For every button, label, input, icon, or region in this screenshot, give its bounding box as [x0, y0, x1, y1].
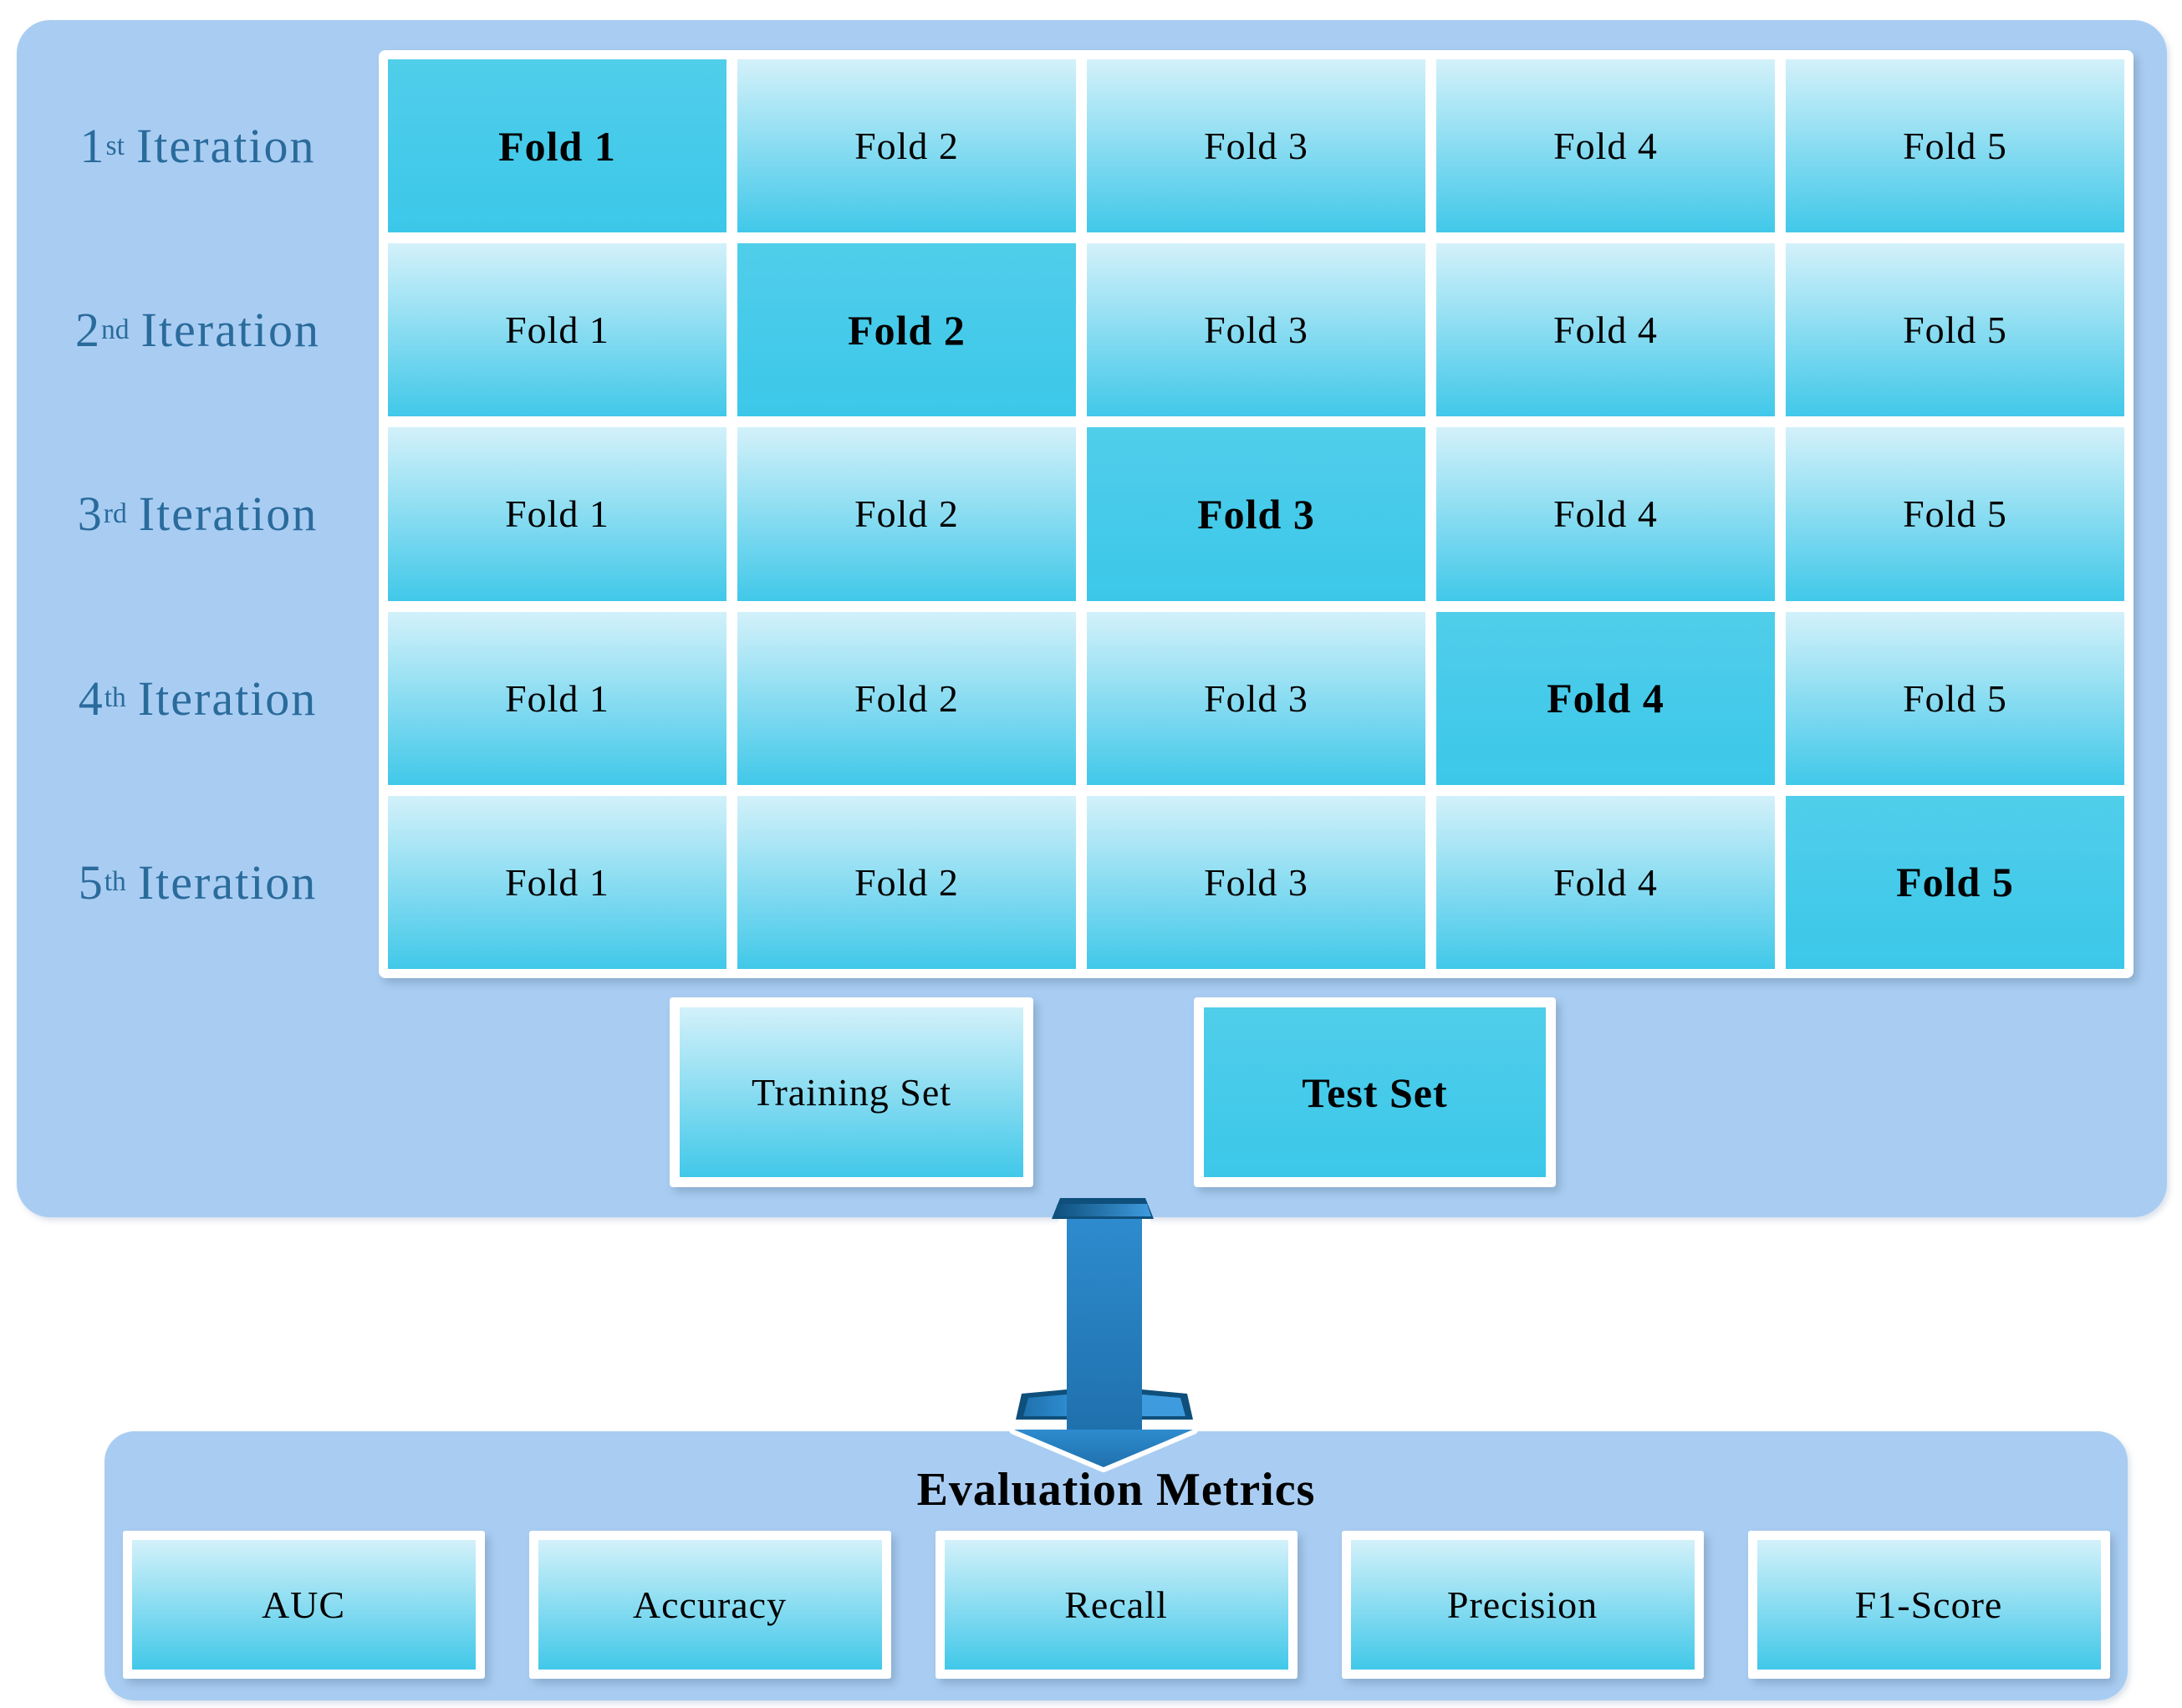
- fold-cell-r1-c1-test: Fold 1: [388, 59, 726, 233]
- fold-cell-r3-c2: Fold 2: [737, 427, 1076, 601]
- fold-cell-r2-c1: Fold 1: [388, 243, 726, 417]
- metric-label: Accuracy: [538, 1540, 882, 1670]
- fold-cell-r5-c2: Fold 2: [737, 795, 1076, 969]
- evaluation-metrics-title: Evaluation Metrics: [916, 1464, 1316, 1516]
- folds-grid: Fold 1 Fold 2 Fold 3 Fold 4 Fold 5 Fold …: [379, 50, 2134, 978]
- metric-box-accuracy: Accuracy: [528, 1531, 891, 1679]
- metric-label: Precision: [1350, 1540, 1695, 1670]
- iteration-word: Iteration: [137, 854, 318, 910]
- fold-cell-r1-c3: Fold 3: [1087, 59, 1425, 233]
- iteration-word: Iteration: [137, 670, 318, 726]
- iteration-ordinal-suffix: rd: [103, 497, 127, 529]
- fold-cell-r3-c1: Fold 1: [388, 427, 726, 601]
- fold-cell-r5-c1: Fold 1: [388, 795, 726, 969]
- down-arrow-icon: [1009, 1198, 1198, 1472]
- metric-label: AUC: [131, 1540, 476, 1670]
- iteration-word: Iteration: [140, 303, 321, 358]
- fold-cell-r4-c3: Fold 3: [1087, 611, 1425, 785]
- fold-cell-r2-c5: Fold 5: [1786, 243, 2124, 417]
- iteration-ordinal: 5: [78, 854, 105, 910]
- fold-cell-r1-c2: Fold 2: [737, 59, 1076, 233]
- iteration-word: Iteration: [138, 487, 319, 542]
- test-set-label: Test Set: [1204, 1007, 1546, 1177]
- fold-cell-r2-c2-test: Fold 2: [737, 243, 1076, 417]
- fold-cell-r4-c2: Fold 2: [737, 611, 1076, 785]
- metric-box-auc: AUC: [122, 1531, 485, 1679]
- iteration-ordinal-suffix: st: [105, 130, 125, 161]
- iteration-ordinal-suffix: th: [104, 866, 126, 898]
- metric-box-recall: Recall: [935, 1531, 1297, 1679]
- fold-cell-r4-c5: Fold 5: [1786, 611, 2124, 785]
- iteration-ordinal: 1: [79, 119, 106, 174]
- evaluation-metrics-panel: Evaluation Metrics AUC Accuracy Recall P…: [105, 1431, 2128, 1700]
- iteration-ordinal: 2: [74, 303, 101, 358]
- fold-cell-r3-c5: Fold 5: [1786, 427, 2124, 601]
- fold-cell-r3-c3-test: Fold 3: [1087, 427, 1425, 601]
- iteration-ordinal: 3: [77, 487, 104, 542]
- fold-cell-r2-c3: Fold 3: [1087, 243, 1425, 417]
- fold-cell-r4-c4-test: Fold 4: [1436, 611, 1775, 785]
- fold-cell-r2-c4: Fold 4: [1436, 243, 1775, 417]
- fold-cell-r5-c4: Fold 4: [1436, 795, 1775, 969]
- training-set-label: Training Set: [680, 1007, 1023, 1177]
- iteration-ordinal: 4: [78, 670, 105, 726]
- iteration-word: Iteration: [135, 119, 316, 174]
- fold-cell-r3-c4: Fold 4: [1436, 427, 1775, 601]
- fold-cell-r1-c5: Fold 5: [1786, 59, 2124, 233]
- metric-box-precision: Precision: [1341, 1531, 1704, 1679]
- test-set-legend: Test Set: [1194, 997, 1556, 1187]
- fold-cell-r1-c4: Fold 4: [1436, 59, 1775, 233]
- metric-label: Recall: [944, 1540, 1288, 1670]
- iteration-ordinal-suffix: nd: [100, 314, 130, 345]
- metric-label: F1-Score: [1756, 1540, 2101, 1670]
- fold-cell-r4-c1: Fold 1: [388, 611, 726, 785]
- iteration-ordinal-suffix: th: [104, 682, 126, 714]
- metric-box-f1score: F1-Score: [1747, 1531, 2110, 1679]
- training-set-legend: Training Set: [670, 997, 1033, 1187]
- metrics-row: AUC Accuracy Recall Precision F1-Score: [105, 1531, 2128, 1679]
- fold-cell-r5-c5-test: Fold 5: [1786, 795, 2124, 969]
- fold-cell-r5-c3: Fold 3: [1087, 795, 1425, 969]
